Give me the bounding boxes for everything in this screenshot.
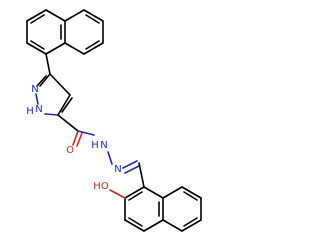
bond xyxy=(183,191,198,201)
bond xyxy=(26,42,47,55)
bond xyxy=(30,14,45,24)
bond xyxy=(26,9,47,22)
atom-h-hydrazide: H xyxy=(91,140,99,151)
bond xyxy=(124,219,145,232)
bond xyxy=(45,53,51,75)
structure-diagram: N H N O H N N HO xyxy=(26,9,202,232)
bond xyxy=(128,191,143,201)
atom-n-pyrazole-1: N xyxy=(35,104,42,115)
bond xyxy=(61,97,73,113)
atom-hydroxyl: HO xyxy=(93,181,109,192)
bond xyxy=(39,73,51,87)
bond-n-c xyxy=(124,165,140,174)
bond-n-c xyxy=(122,160,138,169)
bond xyxy=(45,9,66,22)
bond xyxy=(57,114,79,132)
atom-n-hydrazide: N xyxy=(100,140,107,151)
bond xyxy=(49,73,71,96)
bond xyxy=(83,9,104,22)
bond-c-o xyxy=(72,130,79,146)
bond xyxy=(30,40,45,50)
bond-c-n xyxy=(77,130,95,136)
bond xyxy=(64,9,85,22)
bond xyxy=(124,186,145,199)
bond-n-c xyxy=(44,113,59,116)
atom-labels: N H N O H N N HO xyxy=(26,84,122,192)
bond xyxy=(162,219,183,232)
naphthalene-top xyxy=(26,9,104,75)
bond xyxy=(181,219,202,232)
bond xyxy=(138,162,145,188)
bond-c-o xyxy=(76,132,83,147)
bond xyxy=(45,42,66,55)
naphthalene-bottom xyxy=(109,186,202,232)
molecule-canvas: N H N O H N N HO xyxy=(26,9,202,232)
bond xyxy=(181,186,202,199)
hydrazide-chain xyxy=(57,114,145,188)
bond xyxy=(143,186,164,199)
atom-o-carbonyl: O xyxy=(66,145,74,156)
bond-n-n xyxy=(107,151,113,165)
bond xyxy=(85,14,100,24)
bond xyxy=(64,42,85,55)
bond-c-o xyxy=(109,189,126,199)
atom-n-pyrazole-2: N xyxy=(31,84,38,95)
bond xyxy=(85,40,100,50)
bond xyxy=(128,217,143,227)
atom-h-pyrazole: H xyxy=(26,106,34,117)
bond xyxy=(183,217,198,227)
pyrazole-ring xyxy=(35,73,73,116)
bond xyxy=(36,75,47,87)
bond xyxy=(162,186,183,199)
bond xyxy=(83,42,104,55)
bond xyxy=(143,219,164,232)
bond-n-n xyxy=(35,93,39,105)
bond xyxy=(57,94,71,116)
atom-n-imine: N xyxy=(114,164,121,175)
